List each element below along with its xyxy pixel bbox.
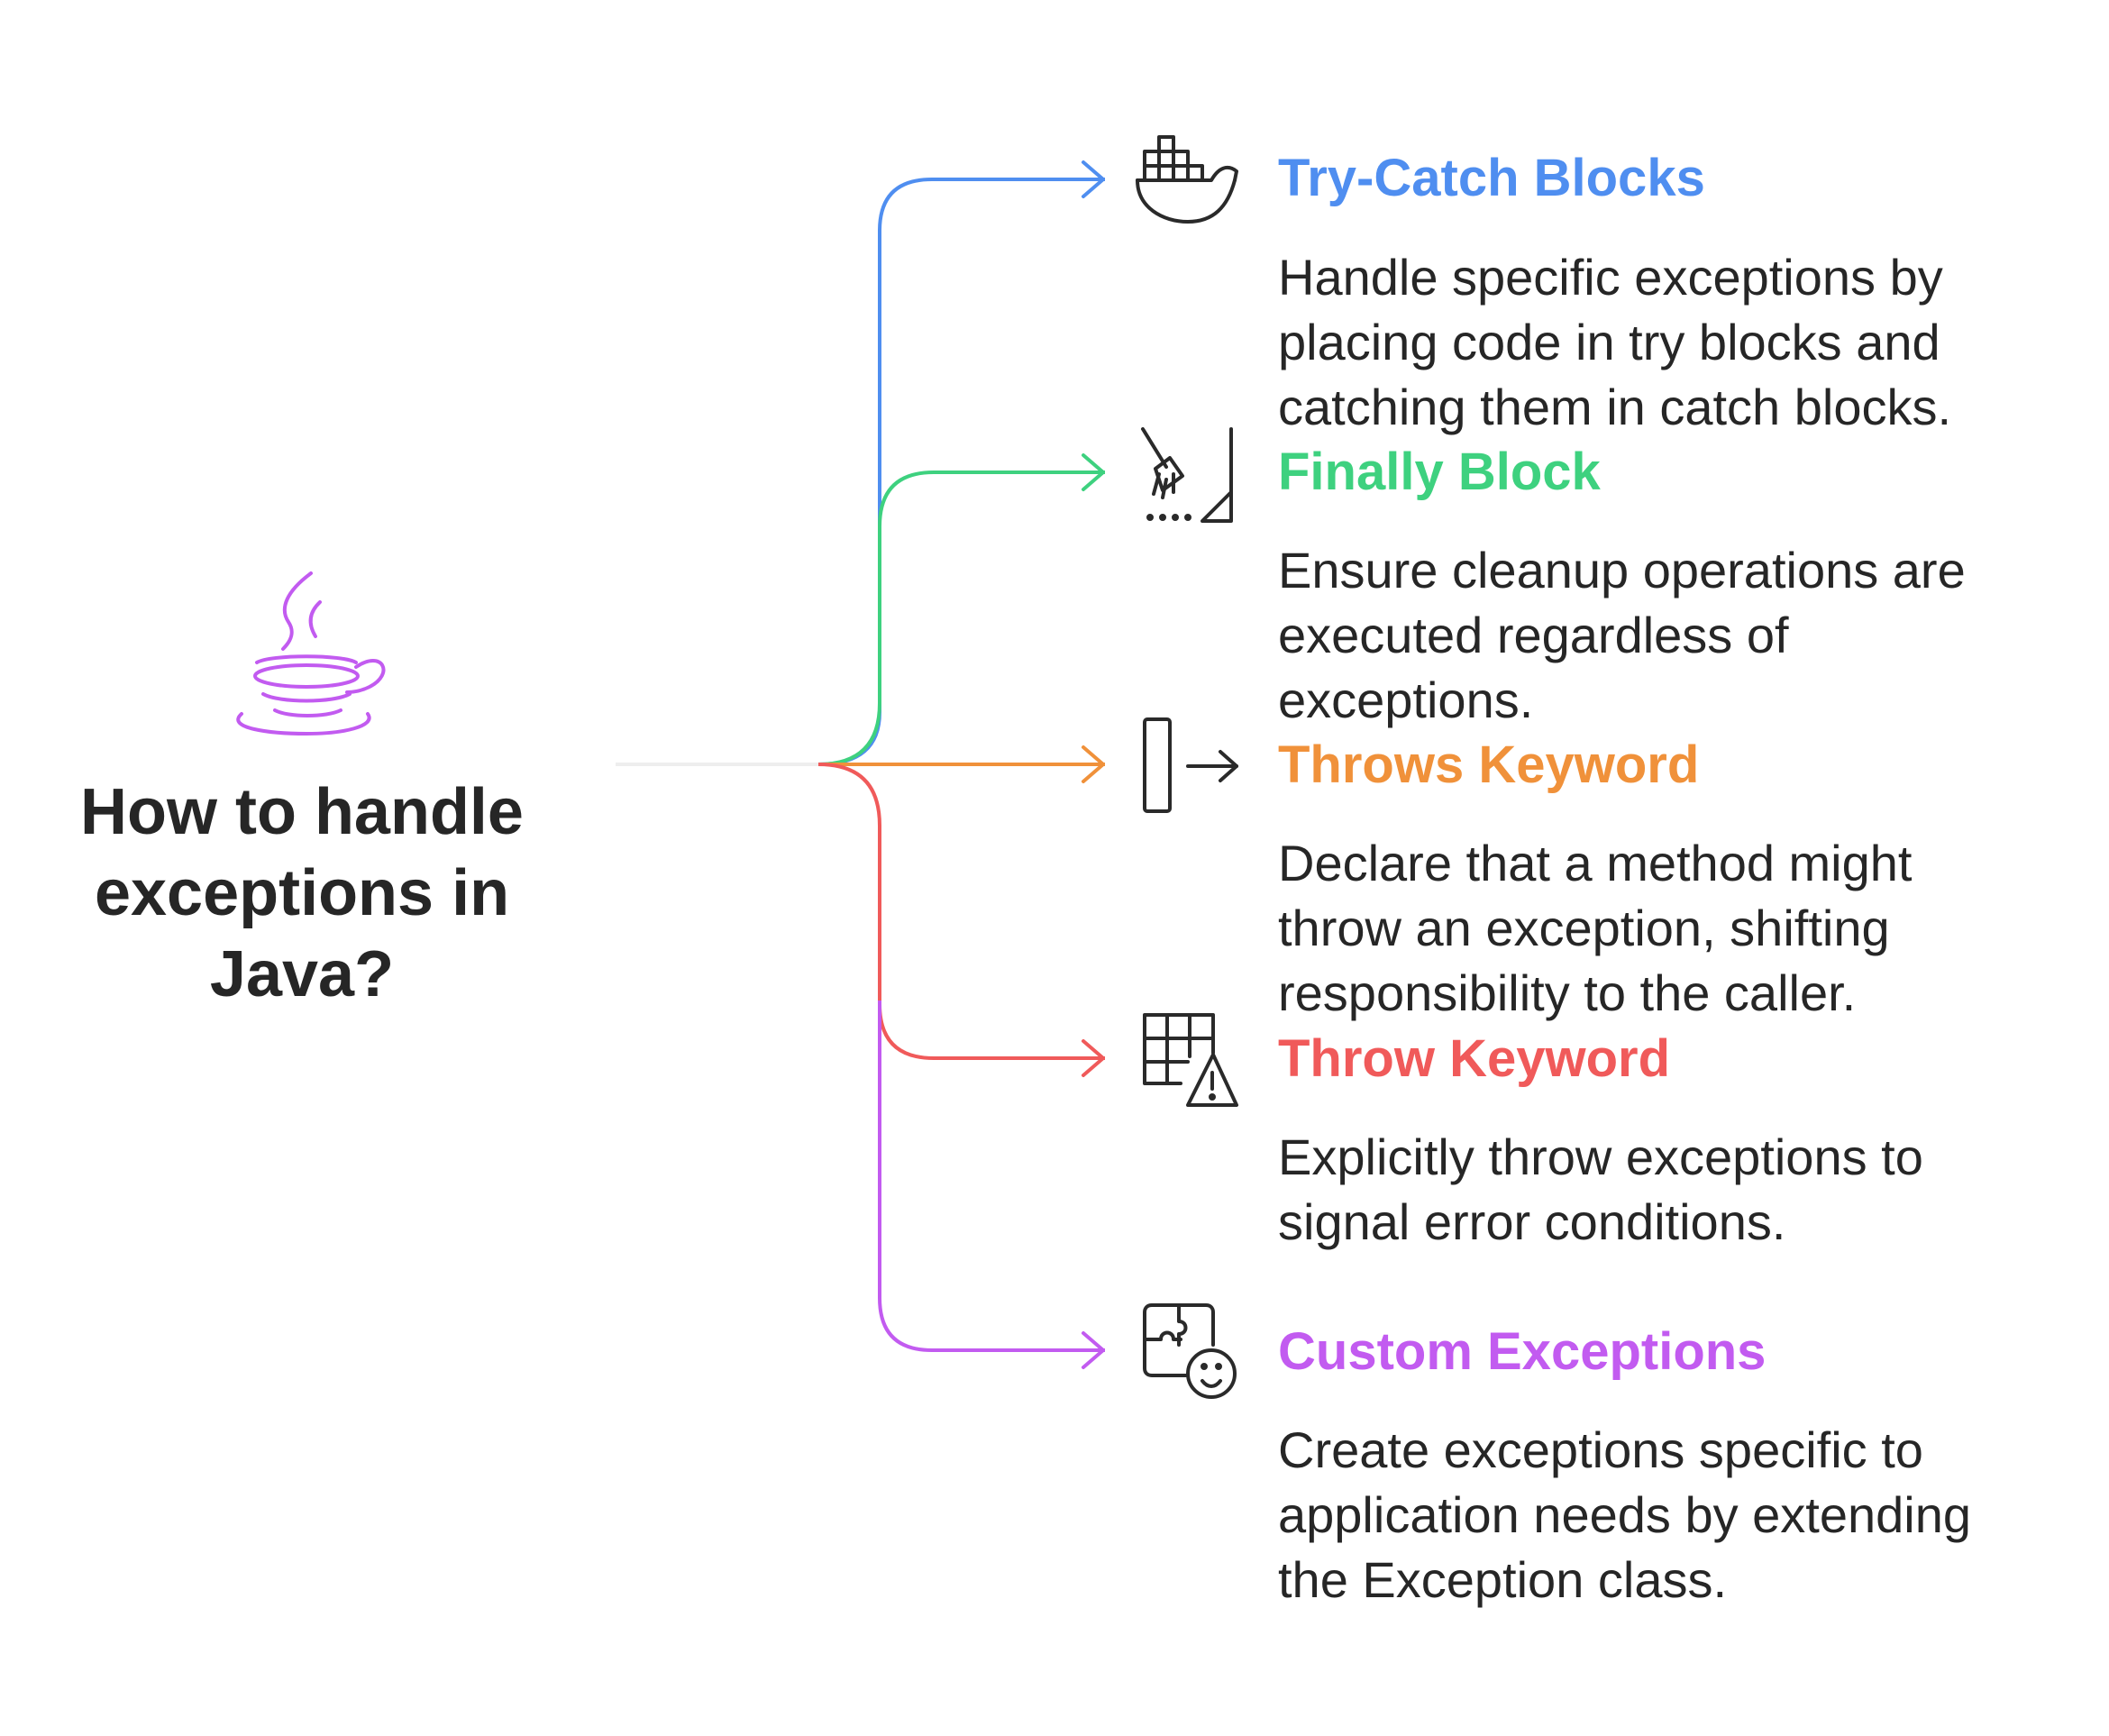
branch-title-try-catch: Try-Catch Blocks bbox=[1278, 149, 1705, 207]
grid-warning-icon bbox=[1143, 1013, 1238, 1107]
arrowhead-try-catch bbox=[1082, 160, 1105, 198]
branch-title-throw: Throw Keyword bbox=[1278, 1029, 1671, 1088]
exit-arrow-icon bbox=[1143, 717, 1238, 813]
connector-finally bbox=[817, 471, 1105, 766]
connector-custom bbox=[878, 1000, 1105, 1352]
branch-title-finally: Finally Block bbox=[1278, 443, 1601, 501]
branch-description-try-catch: Handle specific exceptions by placing co… bbox=[1278, 249, 1952, 435]
docker-whale-icon bbox=[1136, 135, 1238, 224]
branch-description-throws: Declare that a method might throw an exc… bbox=[1278, 835, 1913, 1021]
broom-sweep-icon bbox=[1141, 427, 1233, 523]
arrowhead-throw bbox=[1082, 1039, 1105, 1077]
central-question: How to handle exceptions in Java? bbox=[80, 776, 524, 1010]
java-coffee-cup-icon bbox=[236, 571, 386, 736]
arrowhead-finally bbox=[1082, 453, 1105, 491]
arrowhead-custom bbox=[1082, 1331, 1105, 1369]
branch-description-custom: Create exceptions specific to applicatio… bbox=[1278, 1421, 1972, 1608]
connector-throw bbox=[817, 763, 1105, 1060]
branch-description-finally: Ensure cleanup operations are executed r… bbox=[1278, 542, 1966, 728]
arrowhead-throws bbox=[1082, 745, 1105, 783]
branch-title-throws: Throws Keyword bbox=[1278, 736, 1700, 794]
branch-description-throw: Explicitly throw exceptions to signal er… bbox=[1278, 1128, 1923, 1250]
branch-title-custom: Custom Exceptions bbox=[1278, 1322, 1767, 1381]
puzzle-smile-icon bbox=[1143, 1303, 1237, 1399]
